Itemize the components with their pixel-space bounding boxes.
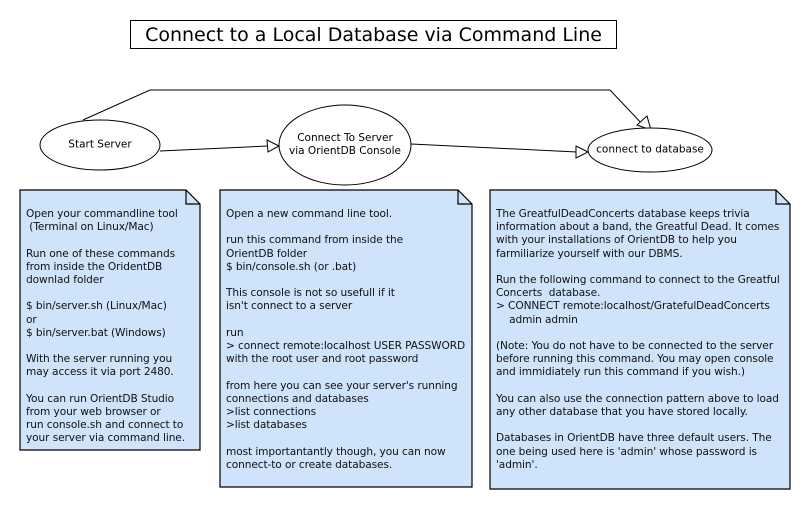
note-start-server: Open your commandline tool (Terminal on … <box>26 208 185 445</box>
edge-start-to-console <box>159 145 269 152</box>
note-2-shape <box>219 189 473 488</box>
node-connect-to-server <box>278 104 412 186</box>
node-label: connect to database <box>596 143 704 156</box>
edge-start-to-database <box>82 89 645 127</box>
node-start-server <box>39 119 161 171</box>
note-3-shape <box>489 189 791 490</box>
arrowhead-icon <box>266 139 281 153</box>
arrowhead-icon <box>636 115 652 131</box>
node-label: Connect To Server via OrientDB Console <box>289 132 401 157</box>
node-connect-to-database <box>587 127 713 173</box>
note-1-shape <box>19 189 201 451</box>
note-database: The GreatfulDeadConcerts database keeps … <box>496 208 780 471</box>
arrowhead-icon <box>575 145 590 159</box>
diagram-title: Connect to a Local Database via Command … <box>130 20 617 49</box>
edge-console-to-database <box>410 143 578 153</box>
node-label: Start Server <box>68 138 132 151</box>
note-console: Open a new command line tool. run this c… <box>226 208 466 471</box>
